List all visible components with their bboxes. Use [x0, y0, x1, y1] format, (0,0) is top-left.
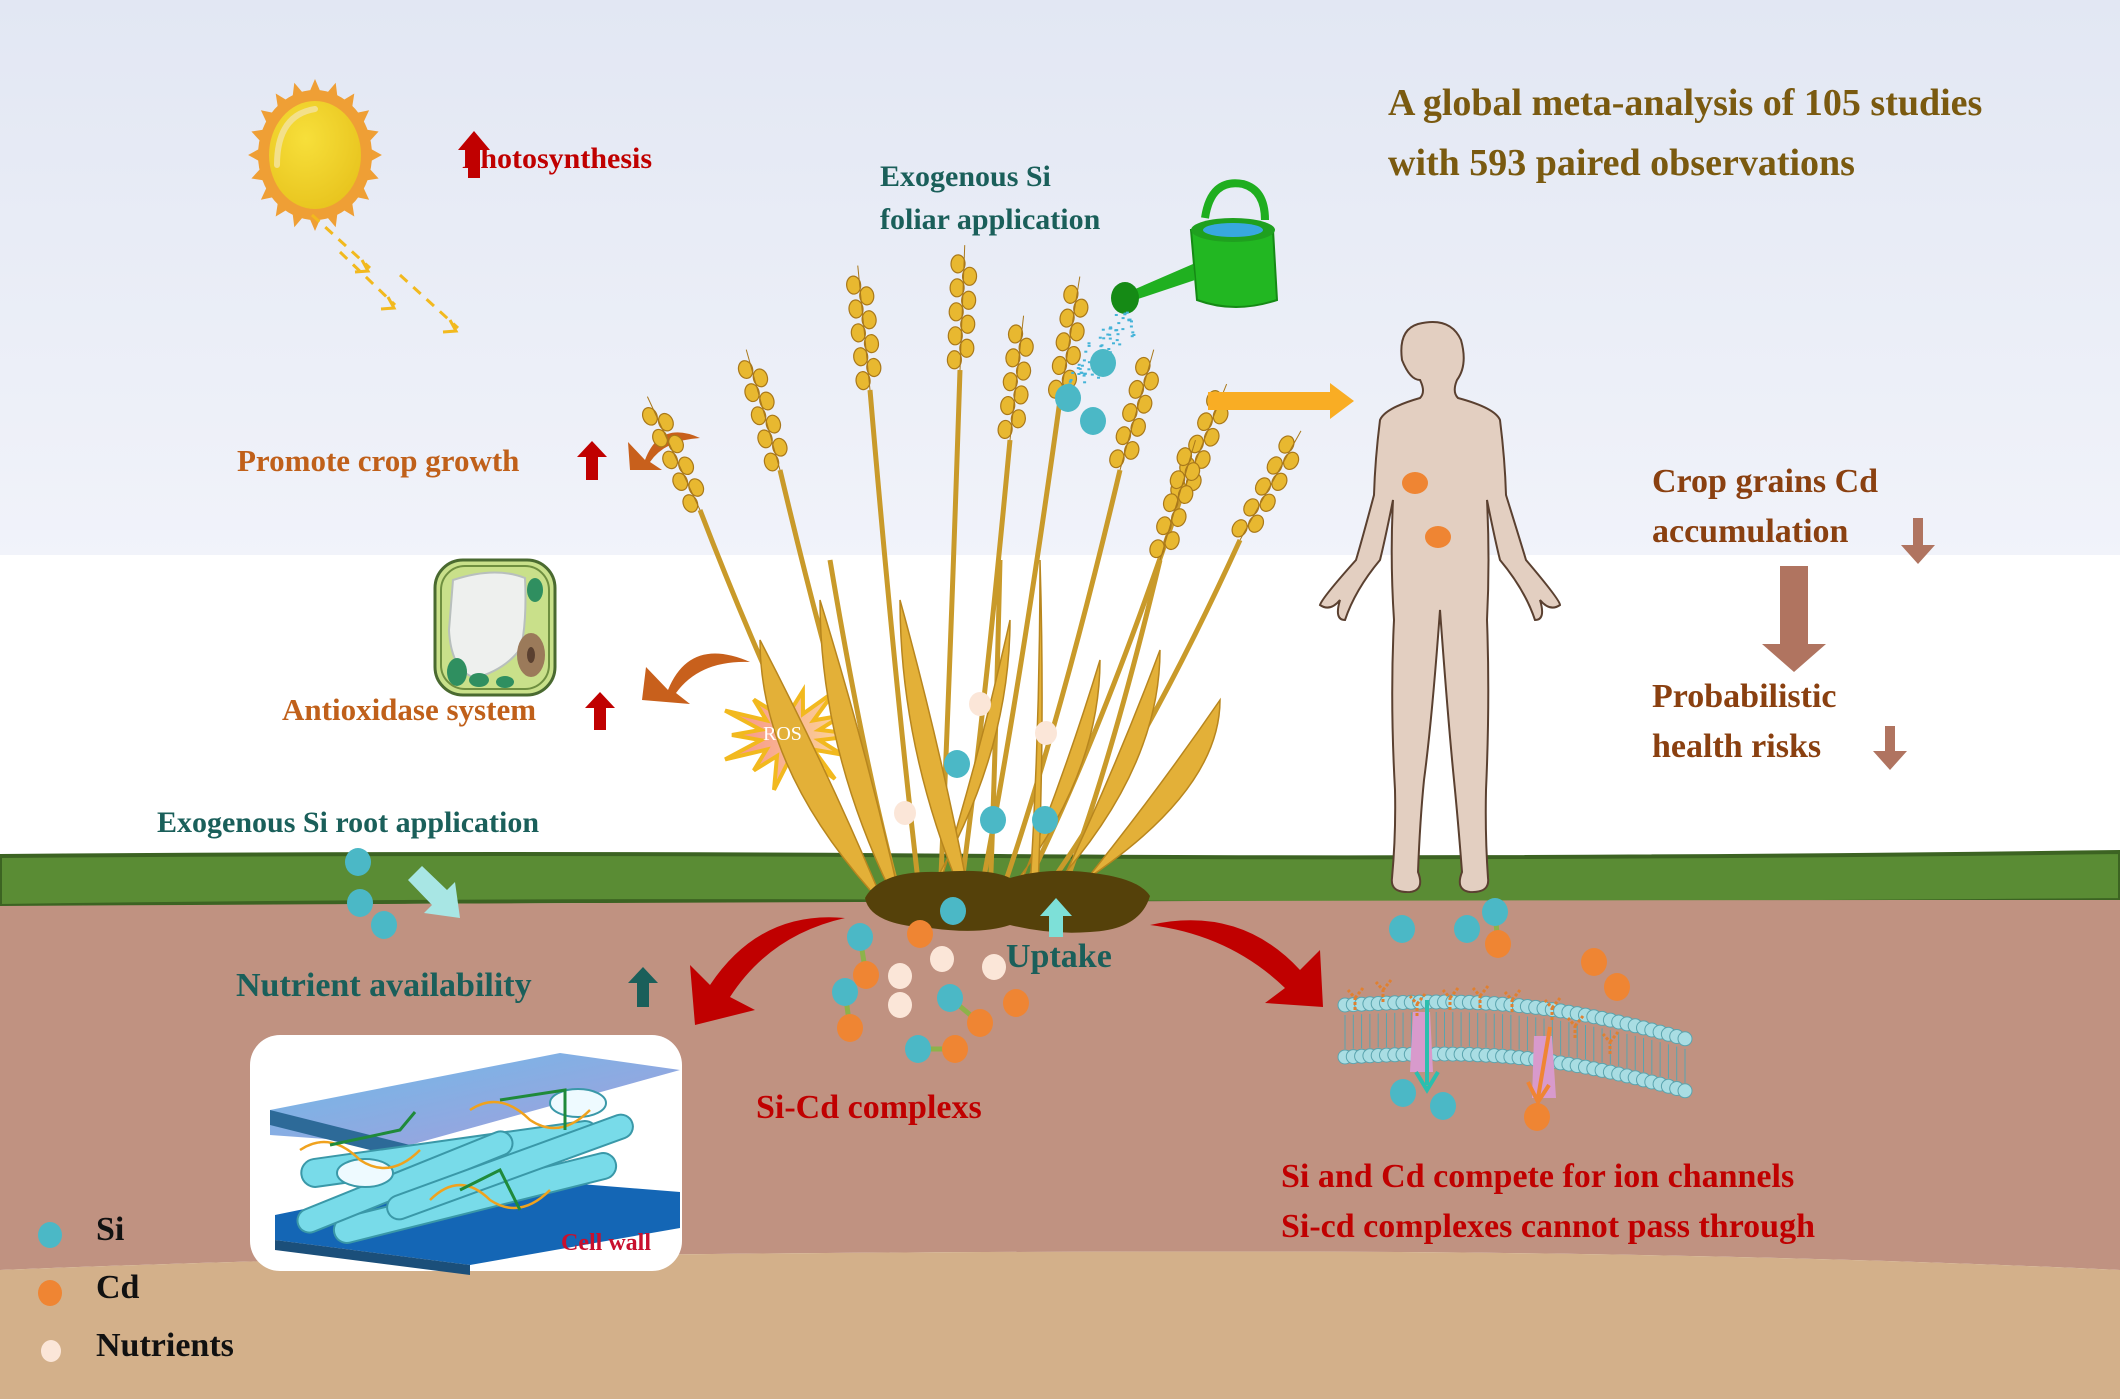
promote-growth-label: Promote crop growth — [237, 443, 519, 479]
legend-label-cd: Cd — [96, 1268, 139, 1307]
ros-label: ROS — [763, 723, 802, 746]
photosynthesis-label: Photosynthesis — [462, 142, 652, 177]
compete-label-1: Si and Cd compete for ion channels — [1281, 1157, 1794, 1196]
foliar-application-label-2: foliar application — [880, 203, 1100, 238]
nutrient-availability-label: Nutrient availability — [236, 966, 532, 1005]
legend-item-cd: Cd — [38, 1268, 338, 1318]
compete-label-2: Si-cd complexes cannot pass through — [1281, 1207, 1815, 1246]
root-application-label: Exogenous Si root application — [157, 806, 539, 841]
legend-label-si: Si — [96, 1210, 124, 1249]
antioxidase-label: Antioxidase system — [282, 692, 536, 728]
cd-swatch-icon — [38, 1280, 62, 1306]
root-soil-clump — [865, 871, 1150, 933]
title-line-2: with 593 paired observations — [1388, 142, 1855, 186]
legend-label-nutrients: Nutrients — [96, 1326, 234, 1365]
crop-grains-label-1: Crop grains Cd — [1652, 462, 1878, 501]
si-cd-complexs-label: Si-Cd complexs — [756, 1088, 982, 1127]
cell-wall-label: Cell wall — [561, 1230, 651, 1258]
health-risks-label-1: Probabilistic — [1652, 677, 1837, 716]
nutrient-swatch-icon — [41, 1340, 61, 1362]
plant-cell-icon — [435, 560, 555, 695]
legend-item-si: Si — [38, 1210, 338, 1260]
legend-item-nutrients: Nutrients — [38, 1326, 338, 1376]
crop-grains-label-2: accumulation — [1652, 512, 1848, 551]
health-risks-label-2: health risks — [1652, 727, 1821, 766]
uptake-label: Uptake — [1006, 937, 1112, 976]
title-line-1: A global meta-analysis of 105 studies — [1388, 82, 1982, 126]
foliar-application-label-1: Exogenous Si — [880, 160, 1051, 195]
si-swatch-icon — [38, 1222, 62, 1248]
